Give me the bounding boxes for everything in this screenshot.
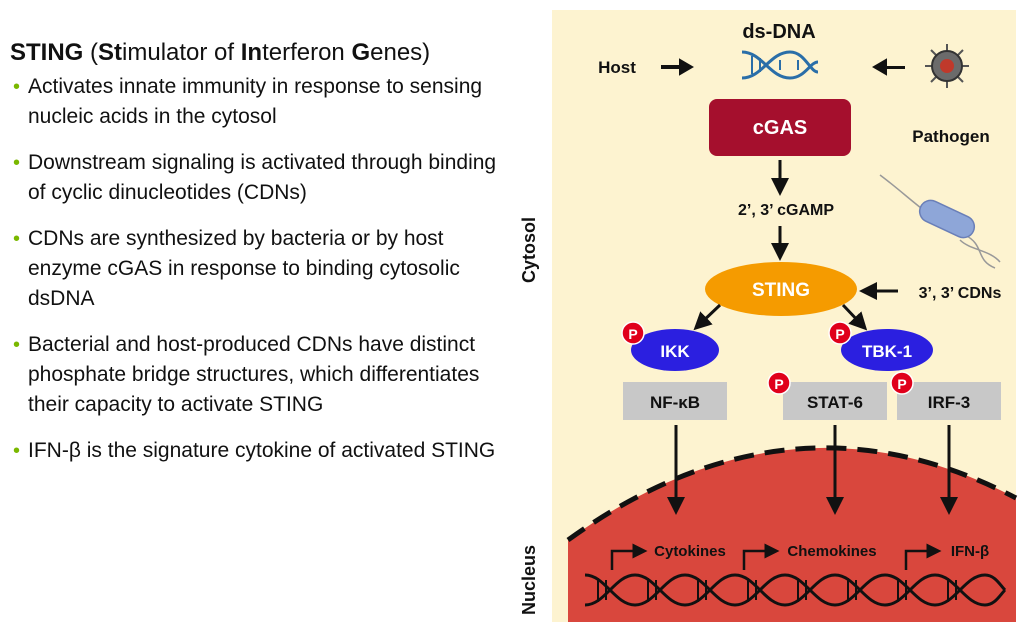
bullet-item: • CDNs are synthesized by bacteria or by … [10,224,550,314]
title-part: St [98,39,123,66]
page-title: STING (Stimulator of Interferon Genes) [10,38,550,68]
title-part: enes) [370,39,431,66]
irf3-box [897,382,1001,420]
bacterium-icon [879,174,1001,269]
phospho-label: P [835,326,844,342]
phospho-label: P [897,376,906,392]
tbk1-node [841,329,933,371]
bullet-text: Downstream signaling is activated throug… [28,151,497,204]
bullet-text: Activates innate immunity in response to… [28,75,483,128]
nucleus-label: Nucleus [519,545,539,615]
bullet-item: • Bacterial and host-produced CDNs have d… [10,330,550,420]
phospho-badge [828,321,852,345]
nuclear-dna-icon [584,573,1007,607]
promoter-arrow-icon [610,543,648,570]
virus-icon [925,44,969,88]
cgas-box [709,99,851,156]
bullet-dot-icon: • [13,76,21,98]
cdns-label: 3’, 3’ CDNs [919,285,1002,302]
sting-node [705,262,857,316]
ifnb-label: IFN-β [951,543,989,560]
host-label: Host [598,58,636,77]
pathogen-label: Pathogen [912,127,989,146]
nfkb-label: NF-κB [650,393,700,412]
phospho-label: P [628,326,637,342]
cytosol-label: Cytosol [519,217,539,283]
cgas-label: cGAS [753,117,807,139]
nuclear-membrane [566,445,1018,543]
tbk1-label: TBK-1 [862,342,912,361]
bullet-text: IFN-β is the signature cytokine of activ… [28,439,496,462]
bullet-dot-icon: • [13,152,21,174]
arrow-down-left-icon [693,303,722,331]
cytokines-label: Cytokines [654,543,726,560]
bullet-item: • IFN-β is the signature cytokine of acti… [10,436,550,466]
bullet-item: • Downstream signaling is activated throu… [10,148,550,208]
bullet-dot-icon: • [13,228,21,250]
promoter-arrow-icon [904,543,942,570]
title-part: G [351,39,371,66]
ikk-label: IKK [660,342,690,361]
bullet-dot-icon: • [13,440,21,462]
title-part: In [240,39,263,66]
stat6-label: STAT-6 [807,393,863,412]
bullet-text: Bacterial and host-produced CDNs have di… [28,333,480,416]
title-part: STING [10,39,84,66]
nfkb-box [623,382,727,420]
title-part: imulator of [122,39,241,66]
irf3-label: IRF-3 [928,393,971,412]
dsdna-icon [741,50,819,80]
ds-dna-label: ds-DNA [742,21,815,43]
promoter-arrow-icon [742,543,780,570]
bullet-dot-icon: • [13,334,21,356]
cgamp-label: 2’, 3’ cGAMP [738,202,834,219]
arrow-right-icon [661,58,694,76]
arrow-left-icon [872,58,905,76]
sting-label: STING [752,280,810,301]
chemokines-label: Chemokines [787,543,876,560]
ikk-node [631,329,719,371]
bullet-text: CDNs are synthesized by bacteria or by h… [28,227,460,310]
text-panel: STING (Stimulator of Interferon Genes) •… [10,38,550,482]
phospho-badge [621,321,645,345]
bullet-item: • Activates innate immunity in response t… [10,72,550,132]
phospho-badge [767,371,791,395]
phospho-label: P [774,376,783,392]
arrow-down-right-icon [841,303,868,331]
title-part: ( [83,39,99,66]
phospho-badge [890,371,914,395]
title-part: terferon [262,39,352,66]
stat6-box [783,382,887,420]
nucleus-region [568,447,1016,622]
